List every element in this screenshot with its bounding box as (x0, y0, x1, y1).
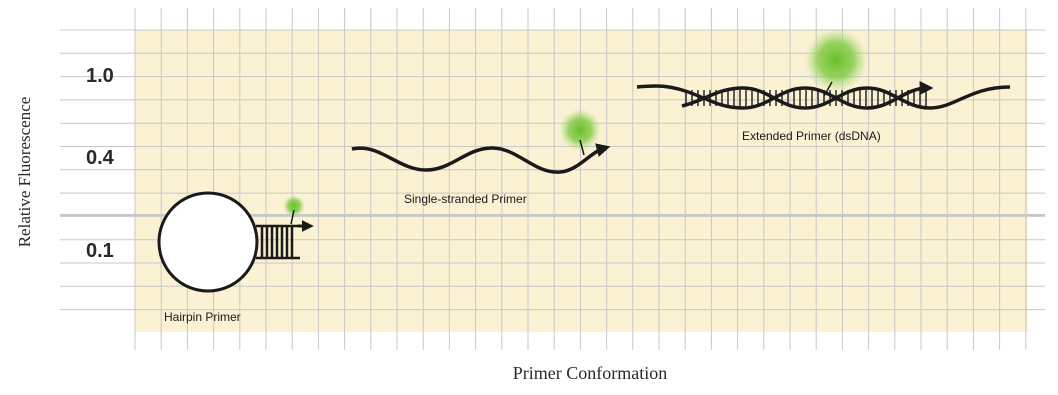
single-stranded-primer: Single-stranded Primer (351, 109, 611, 206)
hairpin-linker (290, 209, 295, 225)
hairpin-stem (256, 224, 300, 260)
ss-fluorophore-icon (559, 109, 601, 151)
y-axis-label: Relative Fluorescence (15, 97, 34, 248)
ss-label: Single-stranded Primer (404, 192, 527, 206)
grid (60, 8, 1045, 350)
ds-fluorophore-icon (804, 28, 868, 92)
ss-linker (579, 139, 585, 156)
y-tick-0-4: 0.4 (86, 147, 115, 169)
hairpin-fluorophore-icon (283, 195, 305, 217)
hairpin-label: Hairpin Primer (164, 310, 241, 324)
y-tick-0-1: 0.1 (86, 240, 114, 262)
hairpin-primer: Hairpin Primer (157, 191, 314, 324)
ds-strand-b (681, 85, 1011, 110)
plot-background (135, 30, 1028, 332)
ss-strand (351, 143, 611, 174)
ds-label: Extended Primer (dsDNA) (742, 129, 881, 143)
y-tick-1-0: 1.0 (86, 65, 114, 87)
ds-linker (823, 81, 833, 97)
ds-strand-a (636, 81, 934, 110)
extended-primer: Extended Primer (dsDNA) (636, 28, 1011, 143)
hairpin-loop-icon (157, 191, 259, 293)
x-axis-label: Primer Conformation (513, 363, 667, 383)
